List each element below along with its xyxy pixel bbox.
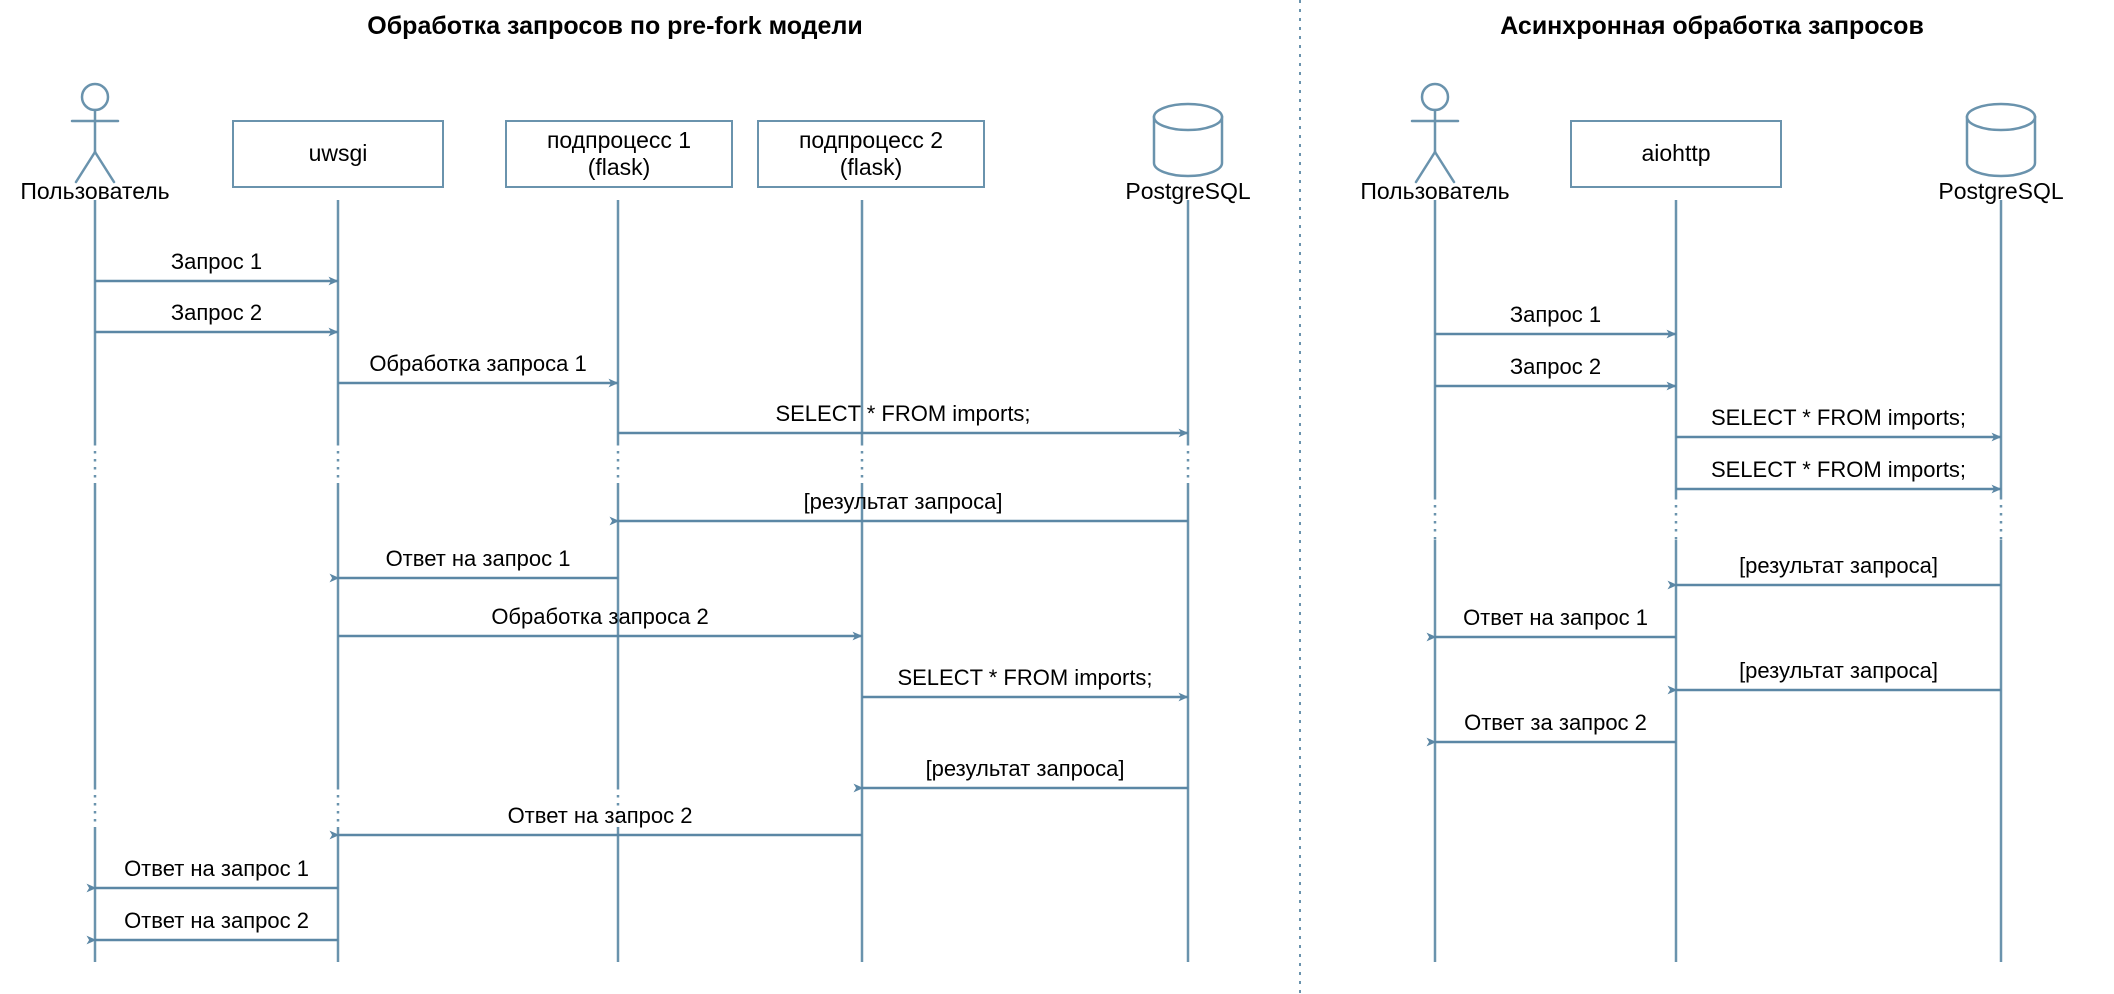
participant-box-sub2[interactable]: подпроцесс 2 (flask) <box>757 120 985 188</box>
message-label-async-6: [результат запроса] <box>1739 658 1938 683</box>
actor-head <box>1420 82 1450 112</box>
participant-box-label: подпроцесс 1 (flask) <box>546 126 692 180</box>
participant-box-uwsgi[interactable]: uwsgi <box>232 120 444 188</box>
message-label-pre-fork-2: Обработка запроса 1 <box>369 351 587 376</box>
message-label-async-4: [результат запроса] <box>1739 553 1938 578</box>
message-label-async-3: SELECT * FROM imports; <box>1710 457 1967 482</box>
diagram-title-async: Асинхронная обработка запросов <box>1500 12 1924 40</box>
database-top-ellipse <box>1965 102 2037 132</box>
participant-label-user-left: Пользователь <box>20 178 170 204</box>
message-label-async-1: Запрос 2 <box>1509 354 1602 379</box>
message-label-pre-fork-6: Обработка запроса 2 <box>491 604 709 629</box>
message-label-pre-fork-4: [результат запроса] <box>803 489 1003 514</box>
diagram-title-pre-fork: Обработка запросов по pre-fork модели <box>367 12 863 40</box>
participant-box-label: uwsgi <box>308 140 368 167</box>
participant-label-pg-left: PostgreSQL <box>1125 178 1251 204</box>
message-label-pre-fork-9: Ответ на запрос 2 <box>507 803 693 828</box>
participant-label-user-right: Пользователь <box>1360 178 1510 204</box>
message-label-async-5: Ответ на запрос 1 <box>1463 605 1648 630</box>
message-label-pre-fork-5: Ответ на запрос 1 <box>385 546 571 571</box>
message-label-pre-fork-3: SELECT * FROM imports; <box>775 401 1031 426</box>
participant-box-label: aiohttp <box>1641 140 1711 167</box>
participant-box-aiohttp[interactable]: aiohttp <box>1570 120 1782 188</box>
database-icon-pg-left <box>1152 102 1224 178</box>
database-top-ellipse <box>1152 102 1224 132</box>
database-body <box>1965 115 2037 178</box>
participant-box-label: подпроцесс 2 (flask) <box>798 126 944 180</box>
message-label-pre-fork-8: [результат запроса] <box>925 756 1125 781</box>
actor-icon-user-right <box>1410 82 1460 184</box>
message-label-pre-fork-7: SELECT * FROM imports; <box>897 665 1153 690</box>
message-label-async-2: SELECT * FROM imports; <box>1710 405 1967 430</box>
message-label-async-7: Ответ за запрос 2 <box>1464 710 1647 735</box>
actor-icon-user-left <box>70 82 120 184</box>
database-icon-pg-right <box>1965 102 2037 178</box>
message-label-pre-fork-1: Запрос 2 <box>170 300 263 325</box>
participant-label-pg-right: PostgreSQL <box>1938 178 2064 204</box>
message-label-pre-fork-0: Запрос 1 <box>170 249 263 274</box>
database-body <box>1152 115 1224 178</box>
message-label-pre-fork-10: Ответ на запрос 1 <box>124 856 309 881</box>
participant-box-sub1[interactable]: подпроцесс 1 (flask) <box>505 120 733 188</box>
message-label-async-0: Запрос 1 <box>1509 302 1602 327</box>
actor-head <box>80 82 110 112</box>
message-label-pre-fork-11: Ответ на запрос 2 <box>124 908 309 933</box>
